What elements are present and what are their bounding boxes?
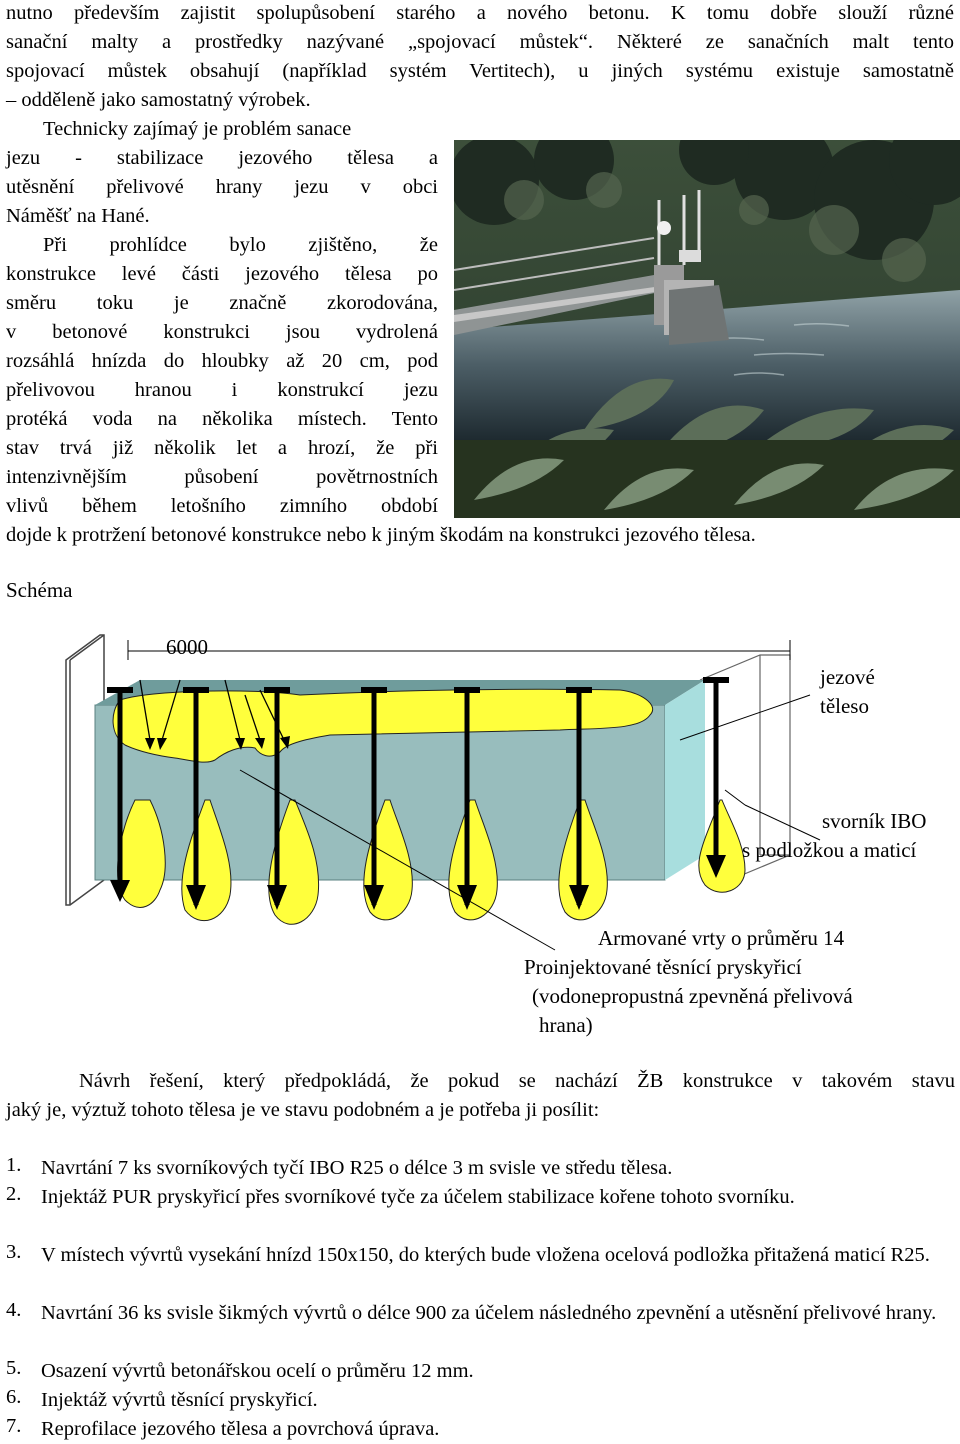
list-item: 6. Injektáž vývrtů těsnící pryskyřicí. [0,1386,960,1415]
dimension-label: 6000 [166,635,208,659]
bolt-label: svorník IBO [822,809,927,833]
item-number: 4. [6,1299,22,1321]
body-label: těleso [820,694,869,718]
intro-line: sanační malty a prostředky nazývané „spo… [6,31,954,53]
item-text: Osazení vývrtů betonářskou ocelí o průmě… [41,1360,474,1382]
item-number: 1. [6,1154,22,1176]
left-line: utěsnění přelivové hrany jezu v obci [6,176,438,198]
holes-label: Armované vrty o průměru 14 [598,926,845,950]
list-item: 1. Navrtání 7 ks svorníkových tyčí IBO R… [0,1154,960,1183]
item-text: Navrtání 7 ks svorníkových tyčí IBO R25 … [41,1157,673,1179]
proposal-line: Návrh řešení, který předpokládá, že poku… [79,1070,955,1092]
intro-line: – odděleně jako samostatný výrobek. [6,89,311,111]
body-label: jezové [820,665,875,689]
item-text: Reprofilace jezového tělesa a povrchová … [41,1418,440,1440]
weir-photo [454,140,960,518]
item-text: Navrtání 36 ks svisle šikmých vývrtů o d… [41,1302,937,1324]
left-line: rozsáhlá hnízda do hloubky až 20 cm, pod [6,350,438,372]
grout-band [112,688,653,763]
item-number: 7. [6,1415,22,1437]
intro-line: nutno především zajistit spolupůsobení s… [6,2,954,24]
list-item: 3. V místech vývrtů vysekání hnízd 150x1… [0,1241,960,1299]
proposal-line: jaký je, výztuž tohoto tělesa je ve stav… [6,1099,600,1121]
bolt-label: s podložkou a maticí [742,838,917,862]
left-line: vlivů během letošního zimního období [6,495,438,517]
item-number: 2. [6,1183,22,1205]
left-line: konstrukce levé části jezového tělesa po [6,263,438,285]
item-text: Injektáž vývrtů těsnící pryskyřicí. [41,1389,318,1411]
item-text: Injektáž PUR pryskyřicí přes svorníkové … [41,1186,795,1208]
holes-label: hrana) [539,1013,593,1037]
intro-line: spojovací můstek obsahují (například sys… [6,60,954,82]
list-item: 2. Injektáž PUR pryskyřicí přes svorníko… [0,1183,960,1241]
schema-title: Schéma [6,578,73,602]
holes-label: (vodonepropustná zpevněná přelivová [532,984,853,1008]
item-number: 5. [6,1357,22,1379]
left-line: přelivovou hranou i konstrukcí jezu [6,379,438,401]
weir-body-end [665,680,705,880]
holes-label: Proinjektované těsnící pryskyřicí [524,955,802,979]
item-text: V místech vývrtů vysekání hnízd 150x150,… [41,1244,930,1266]
left-line: Technicky zajímaý je problém sanace [43,118,352,140]
schema-diagram [65,634,821,951]
left-line: intenzivnějším působení povětrnostních [6,466,438,488]
list-item: 7. Reprofilace jezového tělesa a povrcho… [0,1415,960,1444]
list-item: 4. Navrtání 36 ks svisle šikmých vývrtů … [0,1299,960,1357]
left-line: Náměšť na Hané. [6,205,150,227]
left-line: jezu - stabilizace jezového tělesa a [6,147,438,169]
left-line: směru toku je značně zkorodována, [6,292,438,314]
item-number: 6. [6,1386,22,1408]
full-width-line: dojde k protržení betonové konstrukce ne… [6,524,756,546]
left-line: v betonové konstrukci jsou vydrolená [6,321,438,343]
list-item: 5. Osazení vývrtů betonářskou ocelí o pr… [0,1357,960,1386]
left-line: Při prohlídce bylo zjištěno, že [43,234,438,256]
left-line: protéká voda na několika místech. Tento [6,408,438,430]
item-number: 3. [6,1241,22,1263]
left-line: stav trvá již několik let a hrozí, že př… [6,437,438,459]
